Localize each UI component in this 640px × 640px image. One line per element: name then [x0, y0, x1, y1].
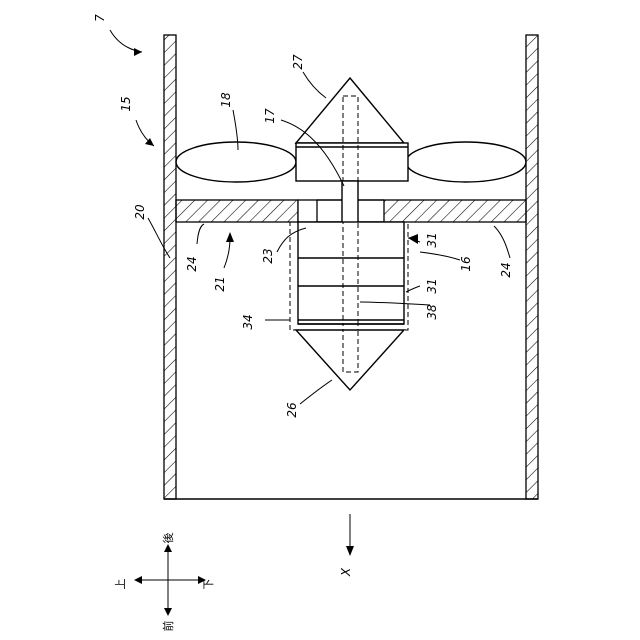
label-23: 23	[261, 248, 275, 263]
nose-cone-top	[296, 78, 404, 143]
casing-wall-right	[526, 35, 538, 499]
casing-wall-left	[164, 35, 176, 499]
orientation-down-label: 下	[202, 579, 215, 590]
label-17: 17	[263, 108, 277, 124]
label-38: 38	[425, 304, 439, 320]
arrowhead-16	[408, 234, 418, 244]
x-axis-arrow	[346, 514, 354, 556]
label-16: 16	[459, 256, 473, 272]
shaft-connector	[342, 181, 358, 225]
label-31-top: 31	[425, 232, 439, 247]
fan-blade-right	[406, 142, 526, 182]
label-18: 18	[219, 92, 233, 108]
orientation-up-label: 上	[114, 579, 127, 590]
label-21: 21	[213, 276, 227, 291]
tail-cone-bottom	[296, 330, 404, 390]
arrowhead-21	[226, 232, 234, 242]
label-fig-7: 7	[93, 14, 107, 22]
fan-blade-left	[176, 142, 296, 182]
label-15: 15	[119, 96, 133, 111]
label-34: 34	[241, 314, 255, 329]
orientation-compass	[134, 544, 206, 616]
label-24-right: 24	[499, 262, 513, 277]
orientation-rear-label: 後	[161, 533, 175, 544]
label-31-bottom: 31	[425, 278, 439, 293]
label-20: 20	[133, 204, 147, 220]
x-axis-label: X	[339, 567, 353, 577]
fan-hub	[296, 143, 408, 181]
label-26: 26	[285, 402, 299, 418]
orientation-front-label: 前	[161, 621, 175, 632]
label-24-left: 24	[185, 256, 199, 271]
label-27: 27	[291, 54, 305, 70]
motor-body	[298, 222, 404, 324]
arrowhead-7	[134, 48, 142, 56]
